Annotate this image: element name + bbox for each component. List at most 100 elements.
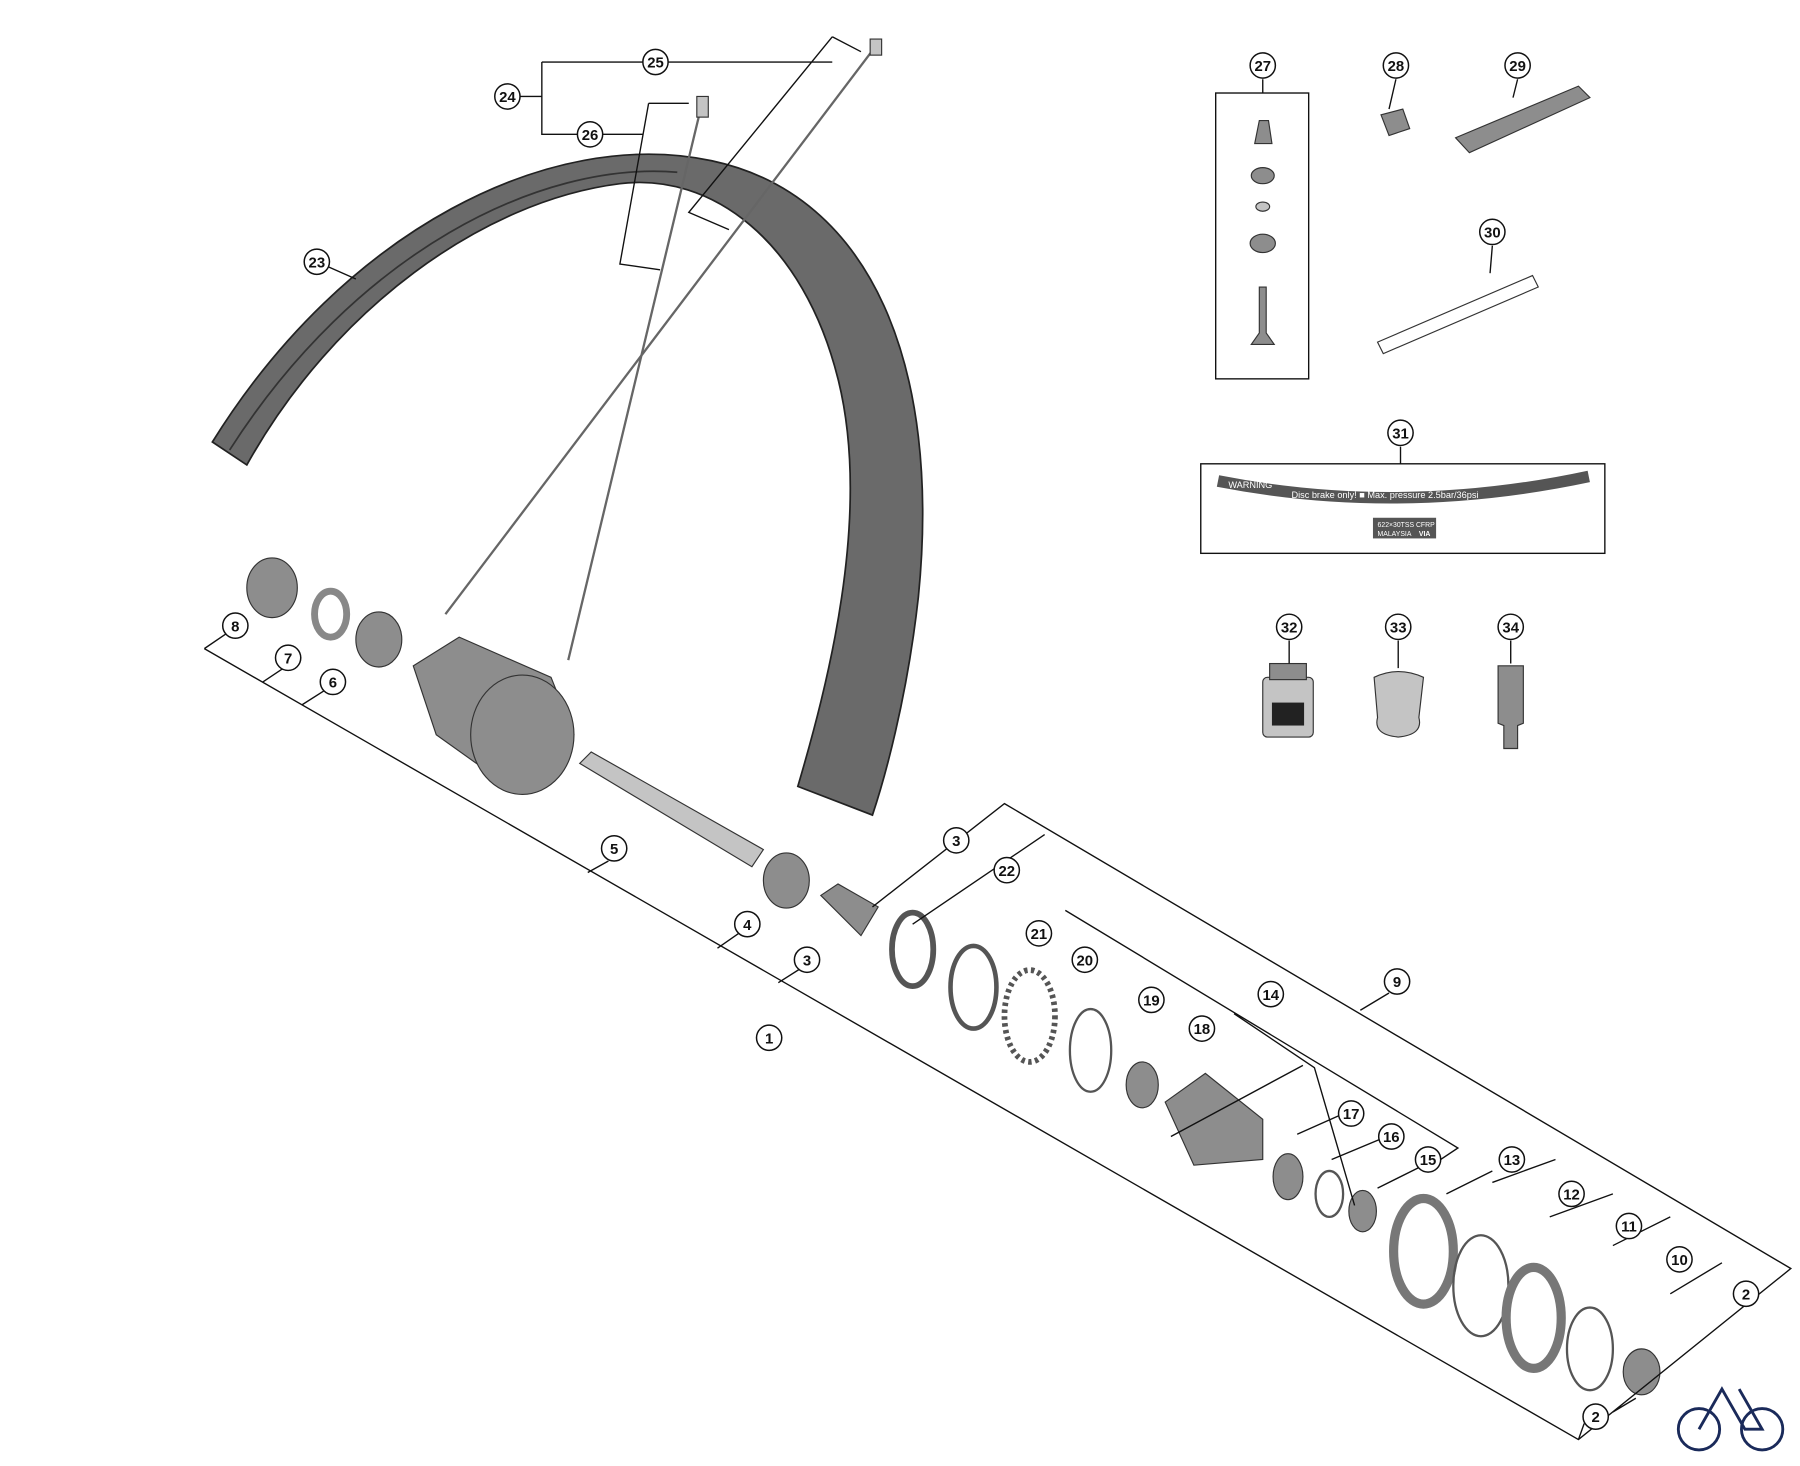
grease-jar [1262,662,1314,738]
callout-number: 32 [1281,619,1298,636]
callout-number: 7 [284,650,292,667]
callout-3: 3 [942,826,970,854]
callout-6: 6 [319,668,347,696]
callout-circle [1387,419,1414,447]
callout-number: 20 [1077,952,1094,969]
callout-24: 24 [494,83,521,110]
callout-number: 17 [1343,1106,1360,1123]
callout-number: 22 [998,863,1015,880]
callout-circle [576,120,604,148]
callout-circle [1504,52,1531,79]
callout-circle [1025,919,1053,947]
callout-circle [1558,1180,1585,1208]
callout-number: 4 [743,917,752,934]
callout-number: 25 [647,55,664,72]
bicycle-logo [1676,1386,1785,1452]
callout-circle [1188,1015,1216,1042]
rim [211,153,924,817]
callout-number: 12 [1563,1187,1580,1204]
callout-circle [274,644,302,672]
callout-circle [993,856,1021,884]
callout-circle [319,668,347,696]
callout-number: 19 [1143,993,1160,1010]
callout-circle [1275,613,1303,641]
callout-14: 14 [1257,980,1285,1008]
callout-number: 30 [1484,225,1501,242]
sticker-line: Disc brake only! ■ Max. pressure 2.5bar/… [1291,490,1478,500]
callout-number: 2 [1742,1286,1750,1303]
callout-circle [1138,986,1165,1014]
callout-19: 19 [1138,986,1165,1014]
callout-circle [1732,1280,1760,1308]
callout-number: 11 [1621,1219,1637,1236]
callout-number: 8 [231,618,239,635]
callout-number: 1 [765,1030,773,1047]
callout-circle [733,910,761,938]
callout-circle [1382,52,1410,79]
rim-sticker: WARNING Disc brake only! ■ Max. pressure… [1216,470,1590,539]
callout-circle [1615,1212,1643,1240]
callout-2: 2 [1732,1280,1760,1308]
callout-number: 3 [803,952,811,969]
callout-21: 21 [1025,919,1053,947]
callout-17: 17 [1337,1100,1365,1127]
callout-circle [755,1024,783,1052]
callout-10: 10 [1666,1245,1693,1273]
callout-number: 6 [329,675,337,692]
callout-26: 26 [576,120,604,148]
callout-circle [793,946,821,974]
callout-circle [494,83,521,110]
sticker-warning: WARNING [1228,480,1272,490]
tool-block [1380,108,1411,137]
callout-circle [1478,218,1506,246]
callout-number: 5 [610,841,618,858]
callout-number: 18 [1194,1021,1211,1038]
callout-number: 10 [1671,1252,1688,1269]
callout-32: 32 [1275,613,1303,641]
callout-25: 25 [642,48,669,76]
callout-number: 28 [1388,58,1405,75]
callout-3: 3 [793,946,821,974]
callout-7: 7 [274,644,302,672]
sticker-brand: VIA [1419,531,1430,538]
callout-number: 34 [1502,619,1519,636]
callout-29: 29 [1504,52,1531,79]
rim-tape [1376,274,1540,355]
callout-circle [1498,1146,1526,1173]
callout-number: 23 [309,254,326,271]
callout-number: 15 [1420,1152,1437,1169]
callout-circle [303,248,331,276]
callout-circle [1414,1146,1442,1173]
callout-16: 16 [1377,1123,1405,1150]
callout-8: 8 [221,612,249,640]
callout-circle [1257,980,1285,1008]
callout-circle [642,48,669,76]
bearing-tool [1373,671,1425,738]
callout-5: 5 [600,834,628,862]
callout-34: 34 [1497,613,1525,641]
callout-circle [221,612,249,640]
callout-22: 22 [993,856,1021,884]
valve-kit [1249,119,1276,345]
callout-number: 29 [1509,58,1526,75]
callout-27: 27 [1249,52,1277,79]
callout-20: 20 [1071,946,1099,974]
sticker-box [1200,463,1606,555]
callout-30: 30 [1478,218,1506,246]
axle-tool [1497,665,1524,750]
callout-1: 1 [755,1024,783,1052]
sticker-spec: 622×30TSS CFRP [1378,522,1436,529]
callout-circle [1383,968,1411,995]
callout-33: 33 [1384,613,1412,641]
callout-11: 11 [1615,1212,1643,1240]
callout-number: 26 [582,127,599,144]
callout-number: 3 [952,833,960,850]
callout-circle [1384,613,1412,641]
sticker-origin: MALAYSIA [1378,531,1412,538]
callout-number: 21 [1031,926,1048,943]
callout-number: 9 [1393,974,1401,991]
callout-number: 27 [1254,58,1271,75]
callout-circle [1497,613,1525,641]
